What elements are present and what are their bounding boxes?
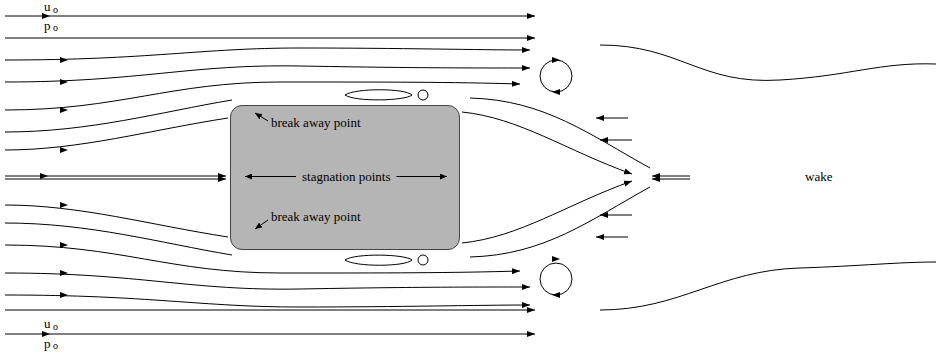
subscript-label: o (53, 322, 58, 332)
bluff-body: break away point stagnation points break a… (230, 105, 460, 250)
flow-label: p (44, 337, 51, 350)
body-annotation: stagnation points (302, 170, 390, 183)
pointer-arrow (255, 220, 268, 229)
reverse-flow-arrow (652, 176, 690, 177)
streamline (5, 118, 228, 150)
subscript-label: o (53, 341, 58, 351)
pointer-arrow (245, 176, 296, 177)
subscript-label: o (53, 5, 58, 15)
streamline (5, 100, 232, 132)
flow-label: u (44, 0, 51, 13)
flow-arrowheads (40, 13, 560, 337)
reverse-flow-arrow (600, 140, 632, 141)
vortex-loop (345, 90, 412, 100)
vortex-loop (418, 90, 428, 100)
freestream-line (5, 16, 535, 17)
streamline (5, 66, 530, 82)
flow-label: u (44, 317, 51, 330)
pointer-arrow (255, 113, 268, 121)
flow-label: wake (805, 170, 832, 183)
streamline (470, 98, 650, 168)
streamline (5, 48, 530, 60)
flow-label: p (44, 19, 51, 32)
wake-boundary (600, 262, 936, 310)
subscript-label: o (53, 23, 58, 33)
streamline (5, 176, 226, 177)
pointer-arrow (396, 176, 447, 177)
streamline (5, 310, 535, 311)
reverse-flow-arrow (596, 118, 628, 119)
shed-vortex (540, 60, 572, 92)
body-annotation: break away point (271, 116, 361, 129)
freestream-line (5, 334, 535, 335)
wake-boundary (600, 45, 936, 80)
body-annotation: break away point (271, 210, 361, 223)
streamline (5, 38, 535, 39)
